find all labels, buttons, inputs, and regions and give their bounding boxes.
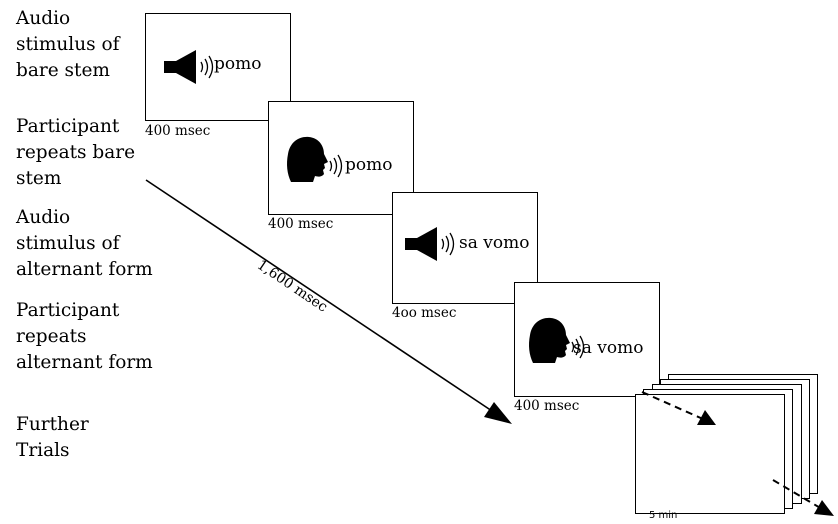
label-participant-repeats-alternant: Participant repeats alternant form bbox=[16, 300, 153, 373]
label-audio-bare-stem: Audio stimulus of bare stem bbox=[16, 8, 120, 81]
speaking-head-icon bbox=[529, 317, 585, 363]
duration-label: 400 msec bbox=[145, 123, 211, 139]
label-audio-alternant-form: Audio stimulus of alternant form bbox=[16, 207, 153, 280]
arrowhead-icon bbox=[697, 410, 716, 425]
stimulus-word: sa vomo bbox=[573, 338, 644, 358]
further-duration-label: 5 min bbox=[649, 510, 678, 521]
stimulus-word: sa vomo bbox=[459, 233, 530, 253]
duration-label: 4oo msec bbox=[392, 305, 457, 321]
stimulus-word: pomo bbox=[345, 155, 393, 175]
label-participant-repeats-bare-stem: Participant repeats bare stem bbox=[16, 116, 136, 189]
trial-frame-3: sa vomo bbox=[392, 192, 538, 304]
speaker-icon bbox=[164, 50, 214, 84]
arrowhead-icon bbox=[814, 500, 834, 516]
further-trial-frame bbox=[635, 394, 785, 514]
duration-label: 400 msec bbox=[514, 398, 580, 414]
trial-frame-2: pomo bbox=[268, 101, 414, 215]
duration-label: 400 msec bbox=[268, 216, 334, 232]
speaker-icon bbox=[405, 227, 455, 261]
stimulus-word: pomo bbox=[214, 54, 262, 74]
trial-frame-4: sa vomo bbox=[514, 282, 660, 397]
speaking-head-icon bbox=[287, 136, 343, 182]
arrowhead-icon bbox=[484, 402, 512, 424]
trial-frame-1: pomo bbox=[145, 13, 291, 121]
label-further-trials: Further Trials bbox=[16, 414, 89, 461]
